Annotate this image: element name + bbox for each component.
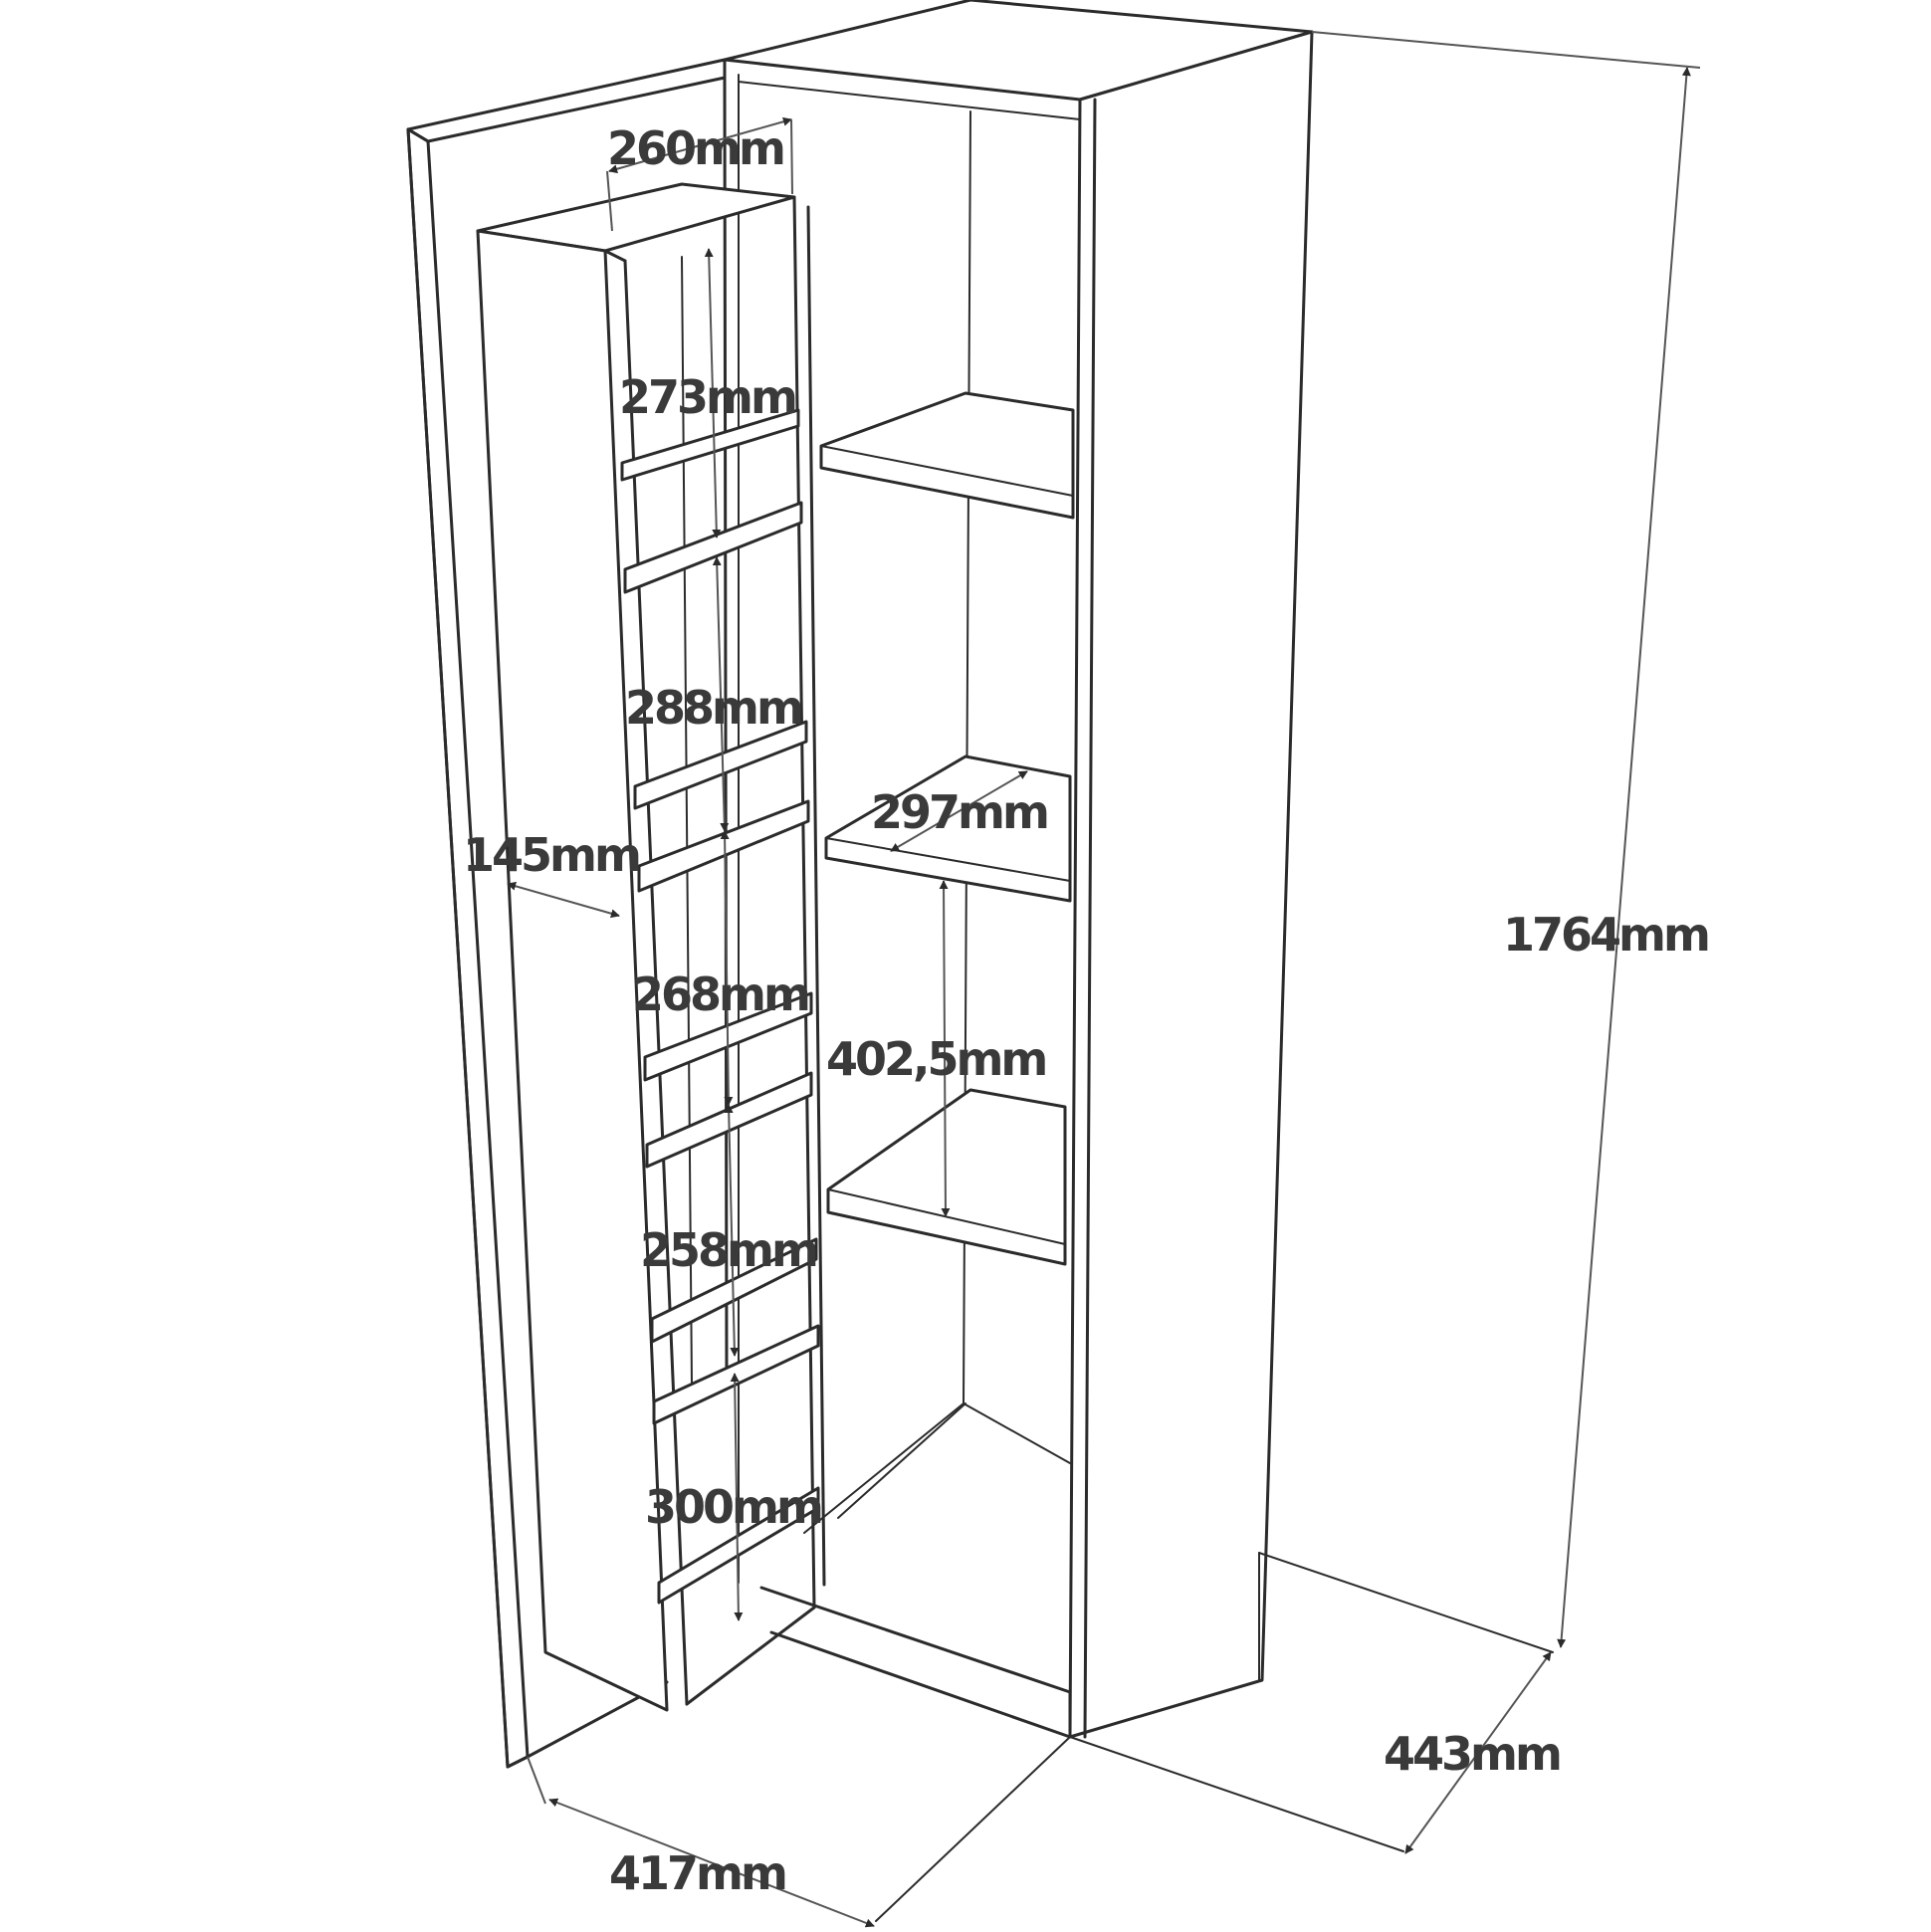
base-right-line	[1069, 1679, 1263, 1738]
rack-front-edge	[623, 259, 689, 1706]
base-ext-line-right	[1258, 1552, 1554, 1653]
rack-top-thickness	[603, 249, 627, 263]
cabinet-right-side	[1068, 30, 1314, 1739]
label-shelf-gap-4: 258mm	[640, 1223, 816, 1277]
label-shelf-depth: 297mm	[871, 785, 1047, 839]
fixed-shelves	[819, 391, 1075, 1519]
label-pullout-width: 145mm	[463, 828, 639, 882]
cabinet-right-front-edge	[1083, 98, 1097, 1739]
fixed-shelf-top	[819, 391, 1075, 520]
dim-line-145	[507, 881, 620, 919]
dim-line-443	[1404, 1651, 1552, 1854]
pullout-rack	[476, 182, 826, 1712]
cabinet-top-inner-edge	[738, 81, 1081, 120]
base-ext-line-width	[875, 1736, 1071, 1922]
rack-shelf-2	[623, 501, 803, 594]
label-total-width: 417mm	[609, 1846, 785, 1900]
fixed-bottom-edge	[837, 1402, 966, 1519]
dim-ext-260-right	[790, 118, 793, 195]
fixed-shelf-top-front	[820, 445, 1074, 497]
rack-inner-divider	[681, 256, 693, 1385]
dim-line-300	[730, 1373, 744, 1621]
rack-right-edge-inner	[806, 205, 826, 1587]
dimension-lines	[507, 31, 1701, 1928]
label-shelf-gap-1: 273mm	[619, 370, 795, 424]
dim-line-273	[704, 248, 722, 538]
dim-ext-1764-top	[1311, 31, 1701, 69]
dim-line-402-5	[939, 880, 951, 1217]
dim-line-258	[724, 1104, 740, 1357]
dimension-labels: 260mm 273mm 288mm 145mm 268mm 258mm 300m…	[463, 121, 1711, 1900]
label-compartment-height: 402,5mm	[826, 1032, 1045, 1086]
cabinet-bottom-plinth	[759, 1586, 1072, 1739]
label-total-height: 1764mm	[1503, 908, 1708, 962]
cabinet-body	[723, 0, 1554, 1922]
dim-line-297	[890, 770, 1028, 852]
door-outline	[406, 127, 530, 1769]
dim-line-1764	[1557, 67, 1691, 1648]
fixed-shelf-lower	[826, 1088, 1067, 1266]
rack-right-edge	[792, 195, 816, 1610]
dim-line-288	[712, 556, 730, 832]
base-ext-line-front	[1069, 1736, 1404, 1852]
rack-shelf-3	[633, 720, 808, 810]
dim-ext-260-left	[606, 170, 613, 232]
dim-ext-417-left	[527, 1756, 546, 1805]
label-total-depth: 443mm	[1384, 1727, 1560, 1781]
label-shelf-gap-2: 288mm	[625, 681, 801, 735]
dim-line-260	[608, 116, 792, 174]
rack-back-panel	[476, 229, 669, 1712]
dim-line-417	[548, 1798, 875, 1928]
label-shelf-gap-3: 268mm	[632, 967, 808, 1021]
label-shelf-gap-5: 300mm	[645, 1480, 821, 1534]
cabinet-bottom-inner	[963, 1402, 1071, 1464]
dim-line-268	[720, 830, 734, 1106]
fixed-shelf-middle-front	[825, 837, 1071, 882]
rack-bottom-front	[685, 1606, 816, 1706]
cabinet-bottom-back-edge	[803, 1402, 965, 1534]
label-pullout-depth: 260mm	[607, 121, 783, 175]
